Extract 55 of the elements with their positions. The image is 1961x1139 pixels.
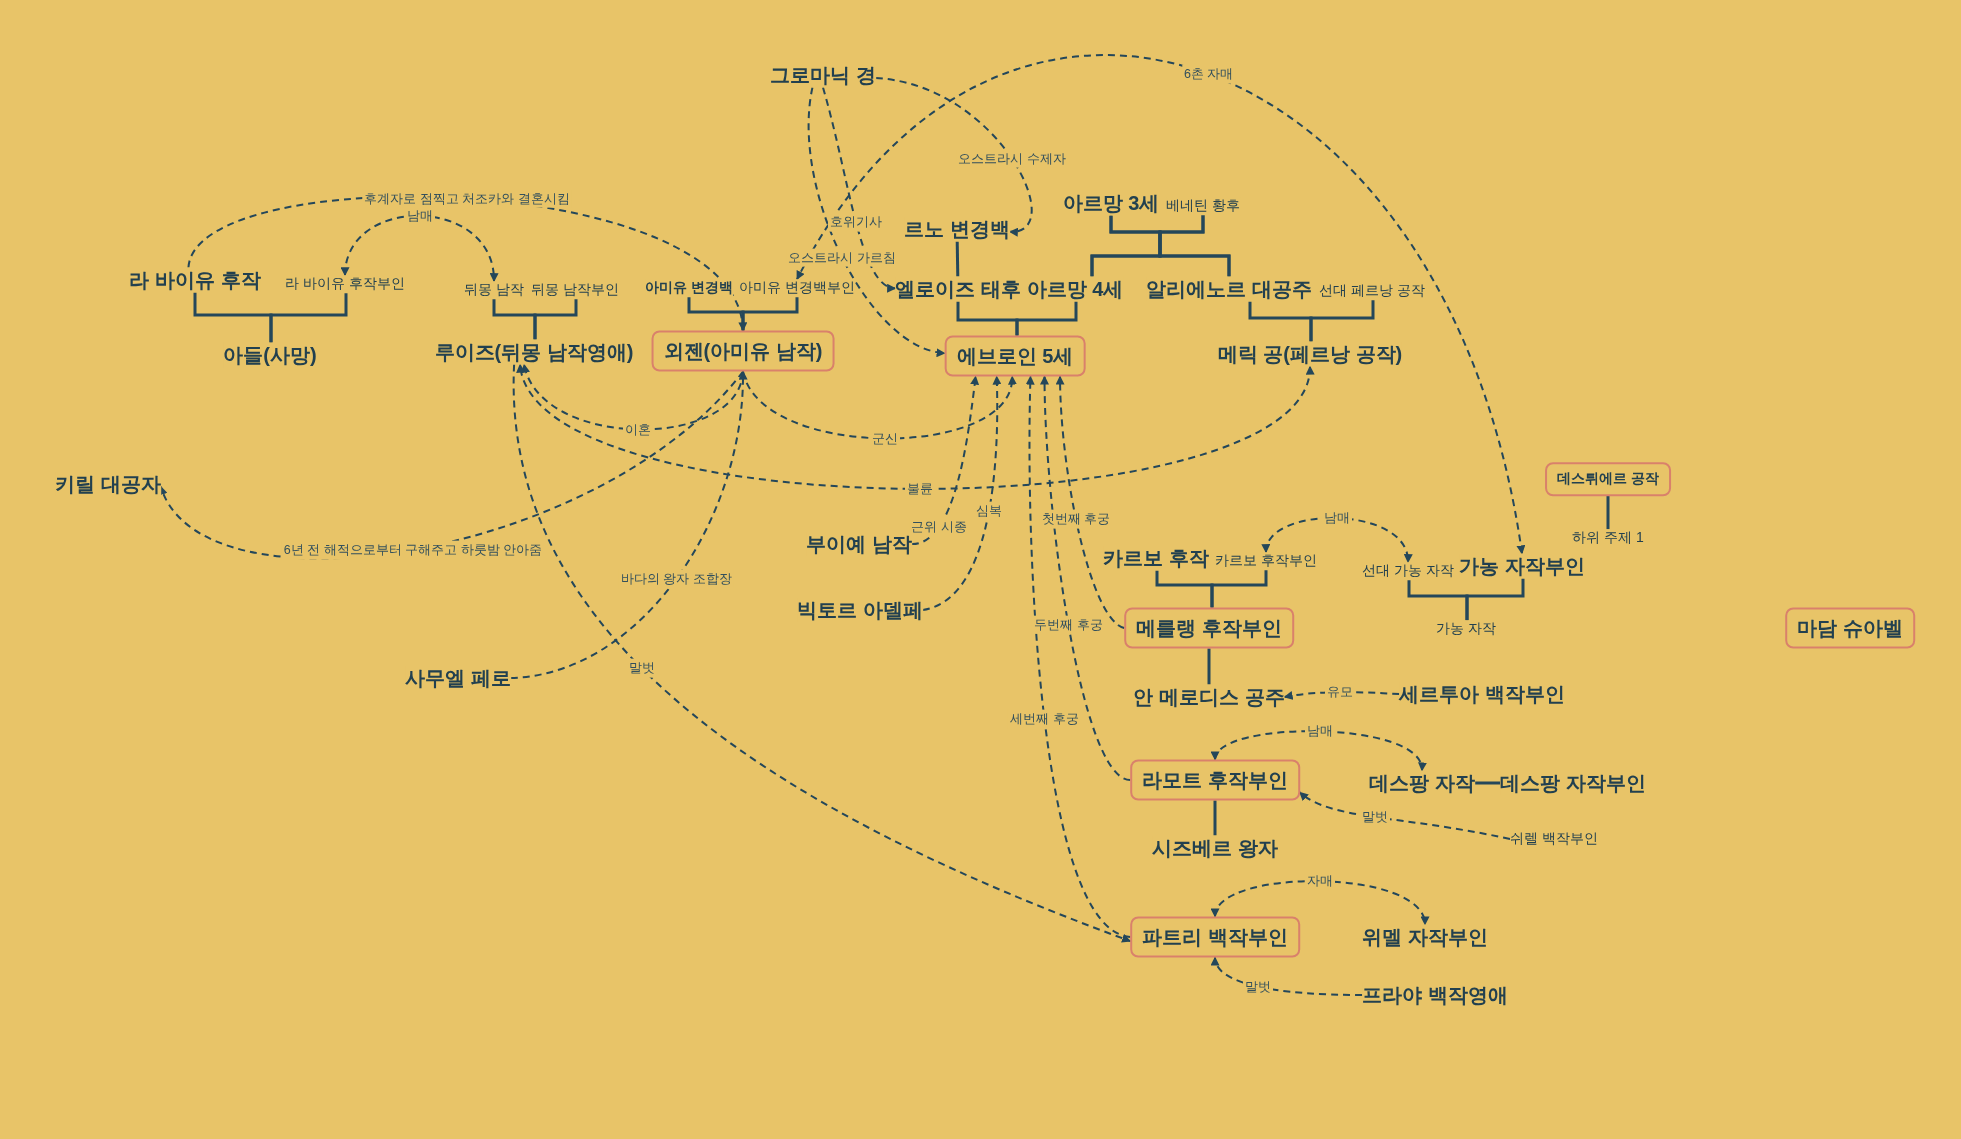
person-box: 외젠(아미유 남작) bbox=[651, 330, 835, 372]
dashed-arrow bbox=[921, 375, 1002, 611]
dashed-arrow bbox=[796, 55, 1525, 555]
person-name: 쉬렐 백작부인 bbox=[1510, 830, 1598, 848]
family-line bbox=[955, 241, 960, 277]
person-name: 베네틴 황후 bbox=[1166, 197, 1240, 215]
person-box: 메를랭 후작부인 bbox=[1124, 607, 1294, 649]
person-name: 뒤몽 남작부인 bbox=[531, 281, 619, 299]
family-line bbox=[1606, 495, 1610, 530]
family-line bbox=[1309, 299, 1375, 342]
family-line bbox=[1207, 648, 1211, 685]
person-name: 뒤몽 남작 bbox=[464, 281, 524, 299]
dashed-arrow bbox=[874, 77, 1033, 235]
family-line bbox=[741, 296, 799, 331]
dashed-arrow bbox=[513, 363, 1132, 943]
dashed-arrow bbox=[822, 86, 897, 291]
dashed-arrow bbox=[509, 370, 748, 679]
family-line bbox=[1213, 800, 1217, 836]
edge-label: 두번째 후궁 bbox=[1032, 615, 1105, 634]
dashed-arrow bbox=[1025, 375, 1132, 938]
family-line bbox=[1465, 578, 1525, 621]
dashed-arrow bbox=[1263, 517, 1411, 564]
dashed-arrow bbox=[1212, 956, 1364, 996]
dashed-arrow bbox=[519, 363, 1312, 490]
person-box: 라모트 후작부인 bbox=[1130, 759, 1300, 801]
family-line bbox=[1210, 569, 1268, 608]
dashed-arrow bbox=[807, 86, 946, 356]
dashed-arrow bbox=[1213, 880, 1427, 926]
person-name: 라 바이유 후작부인 bbox=[285, 275, 405, 293]
person-box: 마담 슈아벨 bbox=[1785, 607, 1915, 649]
family-line bbox=[1015, 301, 1078, 336]
person-box: 파트리 백작부인 bbox=[1130, 916, 1300, 958]
family-line bbox=[533, 298, 578, 340]
family-line bbox=[1158, 214, 1231, 277]
edge-label: 호위기사 bbox=[828, 213, 884, 232]
dashed-arrow bbox=[1214, 730, 1424, 772]
person-name: 선대 가농 자작 bbox=[1362, 562, 1454, 580]
edge-label: 근위 시종 bbox=[909, 517, 969, 537]
person-name: 아미유 변경백부인 bbox=[739, 279, 855, 297]
family-line bbox=[269, 292, 348, 343]
dashed-arrow bbox=[341, 214, 498, 283]
person-name: 가농 자작 bbox=[1436, 620, 1496, 638]
person-name: 카르보 후작부인 bbox=[1215, 552, 1317, 570]
person-name: 하위 주제 1 bbox=[1572, 529, 1644, 547]
dashed-arrow bbox=[1298, 791, 1512, 840]
edge-label: 오스트라시 수제자 bbox=[956, 149, 1068, 169]
dashed-arrow bbox=[910, 375, 980, 545]
family-line bbox=[1474, 781, 1501, 785]
person-box: 에브로인 5세 bbox=[944, 335, 1086, 377]
person-name: 선대 페르낭 공작 bbox=[1319, 282, 1425, 300]
person-name: 아미유 변경백 bbox=[645, 279, 733, 297]
dashed-arrow bbox=[1040, 375, 1132, 781]
dashed-arrow bbox=[522, 363, 744, 431]
person-box: 데스튀에르 공작 bbox=[1545, 462, 1671, 496]
dashed-arrow bbox=[1055, 375, 1126, 629]
